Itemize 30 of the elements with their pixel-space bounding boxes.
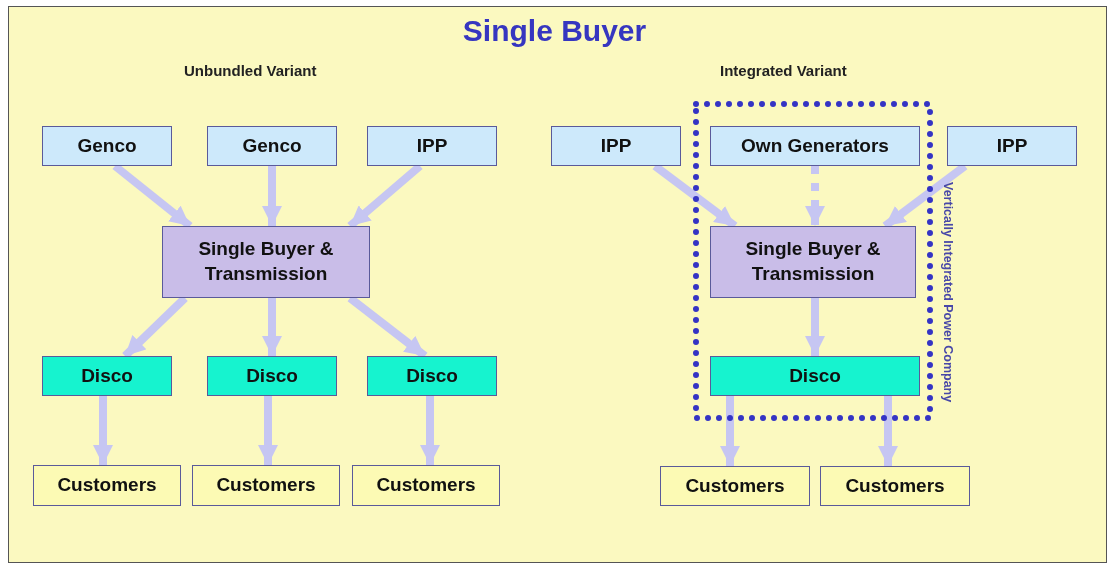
customers-box: Customers [33, 465, 181, 506]
arrow [720, 396, 740, 466]
arrow [805, 166, 825, 226]
disco-box: Disco [42, 356, 172, 396]
single-buyer-box: Single Buyer & Transmission [710, 226, 916, 298]
arrow [93, 396, 113, 465]
arrow [420, 396, 440, 465]
arrow [805, 298, 825, 356]
arrow [258, 396, 278, 465]
arrow [878, 396, 898, 466]
single-buyer-box: Single Buyer & Transmission [162, 226, 370, 298]
customers-box: Customers [820, 466, 970, 506]
customers-box: Customers [352, 465, 500, 506]
customers-box: Customers [192, 465, 340, 506]
diagram-title: Single Buyer [462, 14, 647, 47]
arrow [262, 298, 282, 356]
variant-heading: Unbundled Variant [184, 62, 317, 79]
generator-box: Genco [42, 126, 172, 166]
disco-box: Disco [710, 356, 920, 396]
generator-box: IPP [551, 126, 681, 166]
disco-box: Disco [207, 356, 337, 396]
generator-box: IPP [367, 126, 497, 166]
variant-heading: Integrated Variant [720, 62, 847, 79]
generator-box: Own Generators [710, 126, 920, 166]
disco-box: Disco [367, 356, 497, 396]
generator-box: IPP [947, 126, 1077, 166]
generator-box: Genco [207, 126, 337, 166]
group-label: Vertically Integrated Power Company [940, 182, 956, 403]
customers-box: Customers [660, 466, 810, 506]
arrow [262, 166, 282, 226]
